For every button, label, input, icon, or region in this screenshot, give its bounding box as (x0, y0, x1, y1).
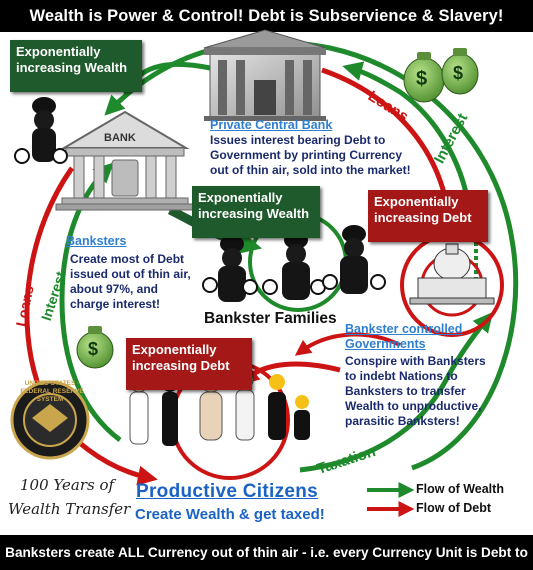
central-bank-line-2: Government by printing Currency (210, 148, 403, 162)
box-wealth-center-text: Exponentially increasing Wealth (198, 190, 310, 221)
citizens-title: Productive Citizens (136, 481, 319, 502)
header-title: Wealth is Power & Control! Debt is Subse… (29, 7, 504, 25)
central-bank-line-3: out of thin air, sold into the market! (210, 163, 411, 177)
governments-line-5: parasitic Banksters! (345, 414, 460, 428)
legend-wealth-label: Flow of Wealth (416, 482, 504, 496)
bank-building (55, 110, 195, 211)
footer-banner: Banksters create ALL Currency out of thi… (0, 535, 533, 570)
money-bag-symbol-2: $ (453, 63, 464, 83)
box-debt-bottom-text: Exponentially increasing Debt (132, 342, 230, 373)
federal-reserve-seal (10, 380, 90, 460)
governments-line-1: Conspire with Banksters (345, 354, 486, 368)
banksters-title: Banksters (66, 234, 127, 248)
script-line-1: 100 Years of (20, 476, 115, 494)
wealth-flow-government-to-bank (342, 61, 473, 219)
central-bank-line-1: Issues interest bearing Debt to (210, 133, 386, 147)
money-bag-symbol-1: $ (416, 68, 428, 90)
debt-flow-government-to-citizens (294, 332, 401, 356)
money-bag-left (76, 326, 114, 369)
money-bag-top-2 (441, 48, 479, 95)
bankster-figure-3 (340, 225, 368, 294)
bankster-families-label: Bankster Families (204, 310, 337, 327)
bankster-figure-topleft (32, 97, 56, 162)
box-debt-bottom: Exponentially increasing Debt (126, 338, 252, 390)
governments-title-line-1: Bankster controlled (345, 322, 463, 336)
governments-line-4: Wealth to unproductive, (345, 399, 482, 413)
taxation-flow (299, 311, 494, 473)
capitol-building (409, 243, 495, 305)
banksters-line-1: Create most of Debt (70, 252, 185, 266)
box-debt-right: Exponentially increasing Debt (368, 190, 488, 242)
script-line-2: Wealth Transfer (8, 500, 131, 518)
box-wealth-topleft-text: Exponentially increasing Wealth (16, 44, 128, 75)
header-banner: Wealth is Power & Control! Debt is Subse… (0, 0, 533, 32)
footer-text: Banksters create ALL Currency out of thi… (5, 545, 528, 560)
governments-line-3: Banksters to transfer (345, 384, 466, 398)
seal-outer-text: UNITED STATES · FEDERAL RESERVE SYSTEM · (20, 380, 84, 403)
citizens-subtitle: Create Wealth & get taxed! (135, 506, 325, 523)
banksters-line-3: about 97%, and (70, 282, 159, 296)
central-bank-building (203, 29, 327, 121)
governments-line-2: to indebt Nations to (345, 369, 458, 383)
money-bag-symbol-3: $ (88, 339, 99, 359)
central-bank-title: Private Central Bank (210, 118, 333, 132)
box-debt-right-text: Exponentially increasing Debt (374, 194, 472, 225)
coins (14, 148, 386, 295)
box-wealth-topleft: Exponentially increasing Wealth (10, 40, 142, 92)
banksters-line-4: charge interest! (70, 297, 161, 311)
bankster-figure-2 (282, 231, 310, 300)
bankster-figure-1 (218, 235, 246, 302)
box-wealth-center: Exponentially increasing Wealth (192, 186, 320, 238)
legend-debt-label: Flow of Debt (416, 501, 491, 515)
governments-title-line-2: Governments (345, 337, 426, 351)
bank-sign: BANK (104, 132, 136, 144)
banksters-line-2: issued out of thin air, (70, 267, 191, 281)
